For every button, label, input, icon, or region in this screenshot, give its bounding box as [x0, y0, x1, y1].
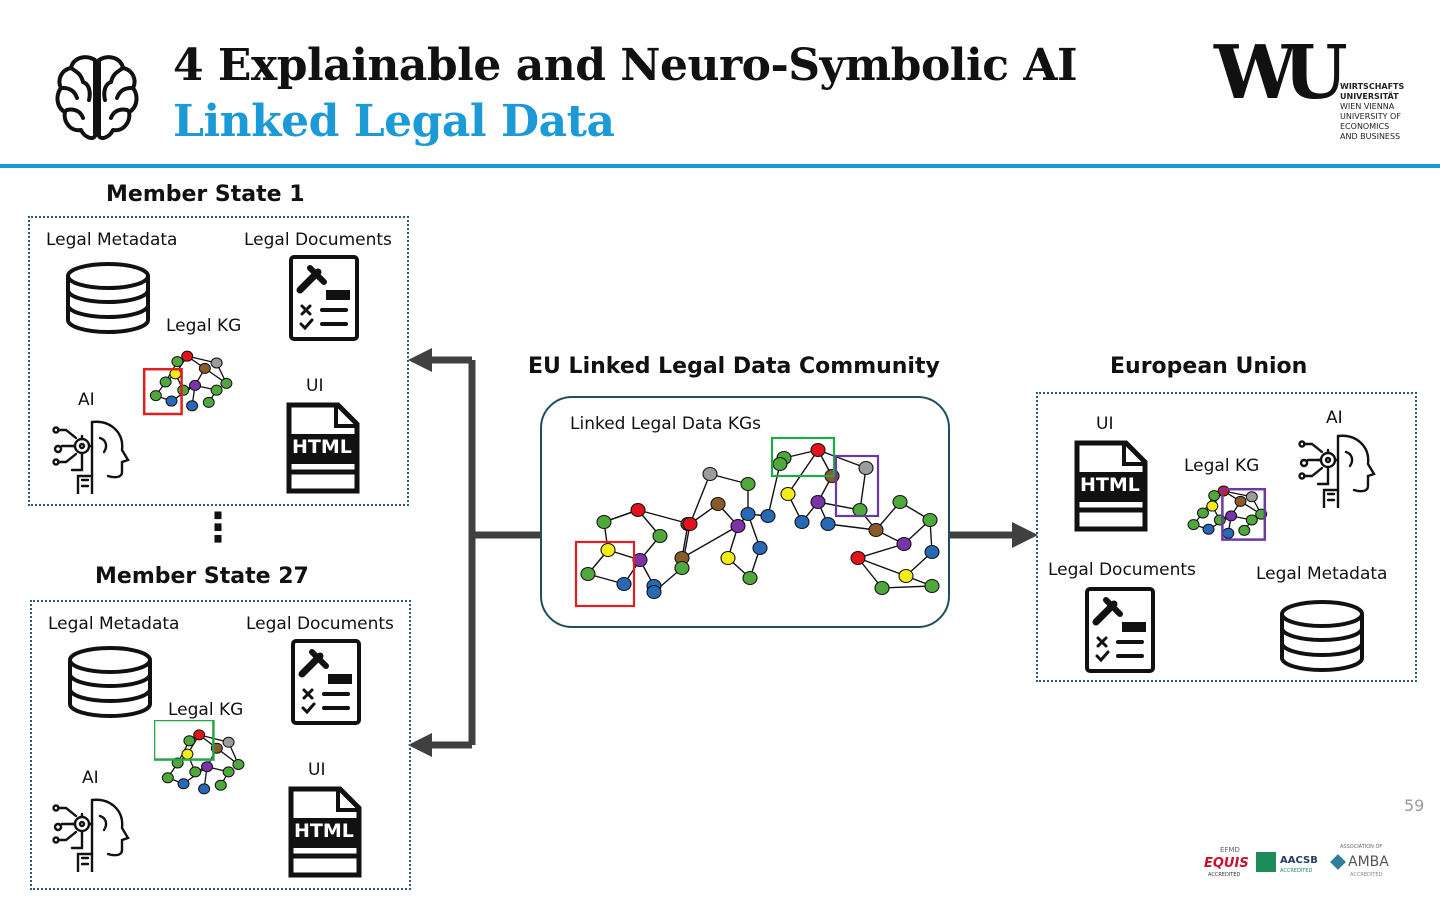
amba-association-text: ASSOCIATION OF — [1340, 844, 1383, 850]
legal-document-icon — [291, 639, 361, 725]
html-file-icon: HTML — [288, 786, 362, 878]
legal-documents-label: Legal Documents — [246, 614, 394, 634]
member-state-1-title: Member State 1 — [106, 182, 305, 207]
amba-logo: ASSOCIATION OF AMBA ACCREDITED — [1330, 844, 1406, 882]
equis-logo: EFMD EQUIS ACCREDITED — [1200, 844, 1260, 882]
community-title: EU Linked Legal Data Community — [528, 354, 940, 379]
equis-text: EQUIS — [1204, 856, 1249, 871]
logo-line: WIEN VIENNA — [1340, 102, 1395, 111]
accreditation-logos: EFMD EQUIS ACCREDITED AACSB ACCREDITED A… — [1190, 842, 1410, 884]
brain-icon — [55, 52, 139, 144]
page-number: 59 — [1404, 796, 1425, 815]
community-box: Linked Legal Data KGs — [540, 396, 950, 628]
member-state-27-title: Member State 27 — [95, 564, 309, 589]
legal-metadata-label: Legal Metadata — [1256, 564, 1388, 584]
ui-label: UI — [308, 760, 326, 780]
amba-text: AMBA — [1348, 854, 1389, 870]
european-union-box: UI AI Legal KG Legal Documents Legal Met… — [1036, 392, 1417, 682]
legal-metadata-label: Legal Metadata — [48, 614, 180, 634]
aacsb-text: AACSB — [1280, 855, 1318, 866]
html-label: HTML — [294, 820, 354, 842]
ai-label: AI — [1326, 408, 1343, 428]
member-state-27-box: Legal Metadata Legal Documents Legal KG … — [30, 600, 411, 890]
database-icon — [68, 646, 152, 718]
legal-kg-label: Legal KG — [166, 316, 242, 336]
amba-accredited-text: ACCREDITED — [1350, 872, 1383, 878]
legal-metadata-label: Legal Metadata — [46, 230, 178, 250]
ai-head-icon — [1298, 434, 1376, 508]
aacsb-accredited-text: ACCREDITED — [1280, 868, 1313, 874]
legal-documents-label: Legal Documents — [1048, 560, 1196, 580]
html-label: HTML — [292, 436, 352, 458]
slide-title: 4 Explainable and Neuro-Symbolic AI — [173, 40, 1078, 91]
aacsb-mark — [1256, 852, 1276, 872]
ui-label: UI — [1096, 414, 1114, 434]
ai-head-icon — [52, 798, 130, 872]
ai-label: AI — [78, 390, 95, 410]
slide-subtitle: Linked Legal Data — [173, 96, 615, 147]
ellipsis: ⋮ — [198, 505, 238, 551]
database-icon — [66, 262, 150, 334]
member-state-1-box: Legal Metadata Legal Documents Legal KG … — [28, 216, 409, 506]
header-rule — [0, 164, 1440, 168]
logo-line: AND BUSINESS — [1340, 132, 1401, 141]
amba-mark — [1330, 854, 1346, 870]
legal-kg-label: Legal KG — [1184, 456, 1260, 476]
legal-kg-label: Legal KG — [168, 700, 244, 720]
html-label: HTML — [1080, 474, 1140, 496]
logo-line: ECONOMICS — [1340, 122, 1390, 131]
aacsb-logo: AACSB ACCREDITED — [1256, 852, 1318, 882]
linked-legal-data-graph — [574, 436, 940, 608]
wu-logo-text: WIRTSCHAFTS UNIVERSITÄT WIEN VIENNA UNIV… — [1340, 82, 1404, 142]
equis-efmd-text: EFMD — [1220, 846, 1240, 854]
wu-logo: WU WIRTSCHAFTS UNIVERSITÄT WIEN VIENNA U… — [1214, 30, 1414, 146]
html-file-icon: HTML — [1074, 440, 1148, 532]
legal-kg-icon — [142, 350, 233, 416]
logo-line: UNIVERSITY OF — [1340, 112, 1401, 121]
wu-logo-mark: WU — [1214, 30, 1348, 116]
legal-kg-icon — [154, 720, 245, 795]
ai-label: AI — [82, 768, 99, 788]
legal-documents-label: Legal Documents — [244, 230, 392, 250]
logo-line: UNIVERSITÄT — [1340, 92, 1399, 101]
legal-kg-icon — [1187, 485, 1268, 541]
legal-document-icon — [1085, 587, 1155, 673]
html-file-icon: HTML — [286, 402, 360, 494]
database-icon — [1280, 600, 1364, 672]
european-union-title: European Union — [1110, 354, 1308, 379]
logo-line: WIRTSCHAFTS — [1340, 82, 1405, 91]
equis-accredited-text: ACCREDITED — [1208, 872, 1241, 878]
ai-head-icon — [52, 420, 130, 494]
ui-label: UI — [306, 376, 324, 396]
community-kg-label: Linked Legal Data KGs — [570, 414, 762, 434]
legal-document-icon — [289, 255, 359, 341]
